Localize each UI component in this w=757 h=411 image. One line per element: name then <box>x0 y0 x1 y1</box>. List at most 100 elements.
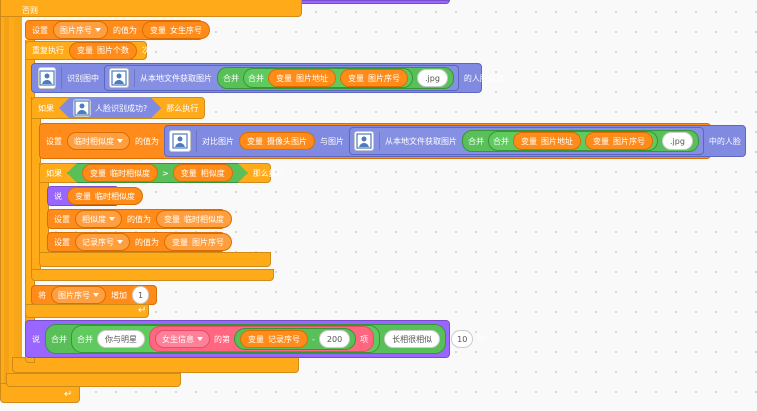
set-block-1[interactable]: 设置 图片序号 的值为 变量 女生序号 <box>25 20 210 40</box>
subtract-reporter[interactable]: 变量 记录序号 - 200 <box>234 328 357 350</box>
join-reporter[interactable]: 合并 合并 变量 图片地址 变量 图片序号 .jpg <box>462 130 699 152</box>
text-input-2[interactable]: 长相很相似 <box>384 330 441 348</box>
dropdown-value: 记录序号 <box>82 237 114 247</box>
join-label: 合并 <box>51 334 67 344</box>
variable-reporter[interactable]: 变量 临时相似度 <box>67 187 143 205</box>
record-index-reporter[interactable]: 变量 记录序号 <box>240 330 308 348</box>
var-name: 图片序号 <box>192 237 224 247</box>
var-name: 女生序号 <box>170 25 202 35</box>
greater-than-condition[interactable]: 变量 临时相似度 > 变量 相似度 <box>67 163 248 183</box>
var-keyword: 变量 <box>276 73 292 83</box>
extension-input[interactable]: .jpg <box>417 69 448 87</box>
var-name: 图片地址 <box>541 136 573 146</box>
repeat-count-reporter[interactable]: 变量 图片个数 <box>69 41 137 60</box>
var-name: 临时相似度 <box>184 214 224 224</box>
var-keyword: 变量 <box>164 214 180 224</box>
set-block-4[interactable]: 设置 记录序号 的值为 变量 图片序号 <box>47 232 232 252</box>
path-variable-reporter[interactable]: 变量 图片地址 <box>513 132 581 150</box>
change-variable-block[interactable]: 将 图片序号 增加 1 <box>31 285 157 305</box>
get-local-image-block[interactable]: 从本地文件获取图片 合并 合并 变量 图片地址 变量 图片序号 .jpg <box>104 65 459 91</box>
loop-arrow-icon: ↵ <box>64 389 73 400</box>
say-block-1[interactable]: 说 变量 临时相似度 <box>47 186 143 206</box>
variable-dropdown[interactable]: 记录序号 <box>75 233 130 251</box>
var-name: 图片个数 <box>97 46 129 55</box>
var-keyword: 变量 <box>77 46 93 55</box>
change-label: 将 <box>38 290 46 300</box>
minus-label: - <box>312 334 315 344</box>
variable-reporter[interactable]: 变量 图片序号 <box>164 233 232 251</box>
extension-input[interactable]: .jpg <box>662 132 693 150</box>
dropdown-value: 临时相似度 <box>74 136 114 146</box>
increment-input[interactable]: 1 <box>132 286 150 304</box>
join-reporter[interactable]: 合并 合并 变量 图片地址 变量 图片序号 .jpg <box>217 67 454 89</box>
outer-cap-bottom-2 <box>6 373 181 387</box>
join-reporter[interactable]: 合并 合并 你与明星 女生信息 的第 变量 记录序号 - 200 项 <box>45 324 447 354</box>
if-block-1[interactable]: 如果 人脸识别成功? 那么执行 <box>31 97 205 119</box>
increase-label: 增加 <box>111 290 127 300</box>
number-input[interactable]: 200 <box>318 330 351 348</box>
compare-label: 对比图片 <box>202 136 234 146</box>
variable-reporter[interactable]: 变量 临时相似度 <box>156 210 232 228</box>
var-name: 相似度 <box>200 168 225 178</box>
set-label: 设置 <box>32 25 48 35</box>
dropdown-triangle-icon <box>109 217 115 221</box>
set-label: 设置 <box>54 237 70 247</box>
if-label: 如果 <box>38 103 54 113</box>
variable-reporter[interactable]: 变量 女生序号 <box>142 21 210 39</box>
value-label: 的值为 <box>135 136 159 146</box>
variable-dropdown[interactable]: 图片序号 <box>53 21 108 39</box>
right-variable-reporter[interactable]: 变量 相似度 <box>173 164 233 182</box>
join-reporter-inner[interactable]: 合并 你与明星 女生信息 的第 变量 记录序号 - 200 项 <box>71 325 381 353</box>
if1-bottom-cap <box>31 269 274 281</box>
from-file-label: 从本地文件获取图片 <box>140 73 212 83</box>
var-name: 临时相似度 <box>95 191 135 201</box>
var-keyword: 变量 <box>593 136 609 146</box>
then-label: 那么执行 <box>252 168 285 178</box>
repeat-block[interactable]: 重复执行 变量 图片个数 次 <box>25 41 150 60</box>
list-dropdown[interactable]: 女生信息 <box>155 330 210 348</box>
var-keyword: 变量 <box>248 334 264 344</box>
recognize-face-block[interactable]: 识别图中 从本地文件获取图片 合并 合并 变量 图片地址 变量 图片序号 .jp… <box>31 63 504 93</box>
var-name: 记录序号 <box>268 334 300 344</box>
repeat-bottom-cap <box>25 304 149 318</box>
face-recognition-icon <box>354 131 374 151</box>
separator <box>379 132 380 150</box>
join-label: 合并 <box>248 73 264 83</box>
compare-images-block[interactable]: 对比图片 变量 摄像头图片 与图片 从本地文件获取图片 合并 合并 变量 图片地… <box>164 125 746 157</box>
value-label: 的值为 <box>135 237 159 247</box>
var-keyword: 变量 <box>172 237 188 247</box>
dropdown-value: 相似度 <box>82 214 106 224</box>
get-local-image-block[interactable]: 从本地文件获取图片 合并 合并 变量 图片地址 变量 图片序号 .jpg <box>349 127 704 155</box>
outer-c-arm-3 <box>9 0 17 382</box>
index-variable-reporter[interactable]: 变量 图片序号 <box>340 69 408 87</box>
join-label: 合并 <box>223 73 239 83</box>
then-label: 那么执行 <box>166 103 199 113</box>
dropdown-triangle-icon <box>117 139 123 143</box>
left-variable-reporter[interactable]: 变量 临时相似度 <box>82 164 158 182</box>
variable-dropdown[interactable]: 临时相似度 <box>67 132 130 150</box>
if-block-2[interactable]: 如果 变量 临时相似度 > 变量 相似度 那么执行 <box>39 163 285 183</box>
join-reporter-inner[interactable]: 合并 变量 图片地址 变量 图片序号 <box>243 68 413 88</box>
face-success-condition[interactable]: 人脸识别成功? <box>59 98 161 118</box>
list-item-reporter[interactable]: 女生信息 的第 变量 记录序号 - 200 项 <box>149 326 375 352</box>
from-file-label: 从本地文件获取图片 <box>385 136 457 146</box>
value-label: 的值为 <box>127 214 151 224</box>
recognize-label: 识别图中 <box>67 73 99 83</box>
index-variable-reporter[interactable]: 变量 图片序号 <box>585 132 653 150</box>
and-image-label: 与图片 <box>320 136 344 146</box>
separator <box>61 67 62 89</box>
text-input-1[interactable]: 你与明星 <box>97 330 145 348</box>
join-reporter-inner[interactable]: 合并 变量 图片地址 变量 图片序号 <box>488 131 658 151</box>
dropdown-triangle-icon <box>117 240 123 244</box>
set-similarity-block[interactable]: 设置 临时相似度 的值为 对比图片 变量 摄像头图片 与图片 从本地文件获取图片… <box>39 123 746 159</box>
variable-dropdown[interactable]: 相似度 <box>75 210 122 228</box>
set-block-3[interactable]: 设置 相似度 的值为 变量 临时相似度 <box>47 209 232 229</box>
say-label: 说 <box>54 191 62 201</box>
say-for-secs-block[interactable]: 说 合并 合并 你与明星 女生信息 的第 变量 记录序号 - 200 <box>25 320 486 358</box>
dropdown-value: 图片序号 <box>60 25 92 35</box>
condition-label: 人脸识别成功? <box>95 103 148 113</box>
seconds-input[interactable]: 10 <box>451 330 474 348</box>
camera-image-reporter[interactable]: 变量 摄像头图片 <box>239 132 315 150</box>
path-variable-reporter[interactable]: 变量 图片地址 <box>268 69 336 87</box>
variable-dropdown[interactable]: 图片序号 <box>51 286 106 304</box>
